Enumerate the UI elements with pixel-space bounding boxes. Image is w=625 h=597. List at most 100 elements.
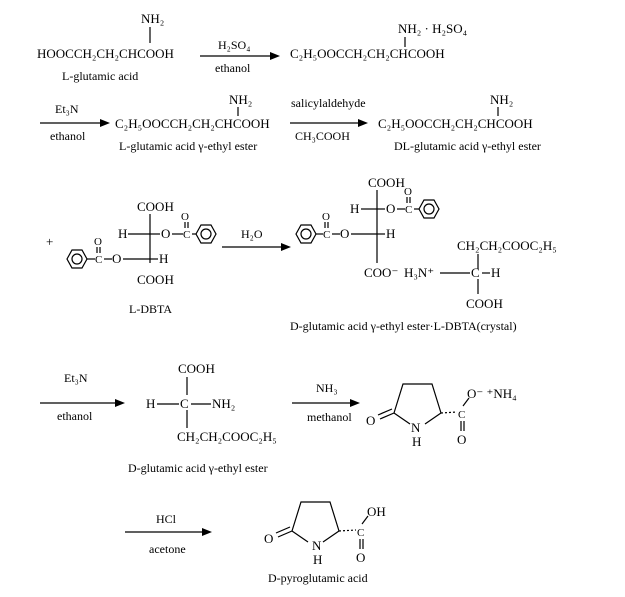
bond-line [424,412,442,425]
step-4: Et₃N ethanol COOH H C NH₂ CH₂CH₂COOC₂H₅ … [40,361,517,475]
bond-line [322,530,340,543]
salt-h-top: H [350,201,359,216]
reagent-methanol: methanol [307,410,352,424]
glutamic-acid-label: L-glutamic acid [62,69,138,83]
dbta-h-bottom: H [159,251,168,266]
reagent-et3n: Et₃N [64,371,88,385]
dbta-carbonyl-o: O [94,236,102,248]
glutamic-acid-formula: HOOCCH₂CH₂CHCOOH [37,46,174,61]
bond-line [361,515,369,525]
reagent-ethanol: ethanol [57,409,93,423]
bond-line [462,397,470,407]
d-ester-label: D-glutamic acid γ-ethyl ester [128,461,268,475]
ammonium-pyroglutamate-structure: O N H C O⁻ ⁺NH₄ O [366,383,517,449]
amine-h3n-plus: H₃N⁺ [404,265,434,280]
double-bond [277,530,293,538]
salt-carbonyl-o: O [404,186,412,198]
salt-o-top: O [386,201,395,216]
dl-ester-formula: C₂H₅OOCCH₂CH₂CHCOOH [378,116,533,131]
bond-line [393,412,411,425]
arrow-head [100,119,110,127]
ester-nh2: NH₂ [229,92,252,107]
d-ester-cooh: COOH [178,361,215,376]
dl-ester-nh2: NH₂ [490,92,513,107]
benzene-ring-icon [66,249,88,269]
step-5: HCl acetone O N H C OH O D-pyroglutamic … [125,501,386,585]
benzene-ring-icon [418,199,440,219]
step-2: Et₃N ethanol NH₂ C₂H₅OOCCH₂CH₂CHCOOH L-g… [40,92,541,153]
arrow-head [281,243,291,251]
hashed-bond [440,411,458,414]
salt-carbonyl-c: C [323,229,330,241]
salt-cooh: COOH [368,175,405,190]
reagent-ethanol: ethanol [215,61,251,75]
ring-n: N [411,420,421,435]
reagent-water: H₂O [241,227,263,241]
ring-h: H [412,434,421,449]
reagent-hcl: HCl [156,512,177,526]
dbta-o-bottom: O [112,251,121,266]
dbta-carbonyl-o: O [181,211,189,223]
amine-alpha-c: C [471,265,480,280]
dbta-o-top: O [161,226,170,241]
d-ester-h: H [146,396,155,411]
dl-ester-label: DL-glutamic acid γ-ethyl ester [394,139,541,153]
salt-label: D-glutamic acid γ-ethyl ester·L-DBTA(cry… [290,319,517,333]
ester-label: L-glutamic acid γ-ethyl ester [119,139,257,153]
d-ester-structure: COOH H C NH₂ CH₂CH₂COOC₂H₅ D-glutamic ac… [128,361,277,475]
hashed-bond [338,529,357,532]
double-bond [379,412,395,420]
carboxylate-anion: O⁻ ⁺NH₄ [467,386,517,401]
reagent-ammonia: NH₃ [316,381,338,395]
dbta-cooh-bottom: COOH [137,272,174,287]
d-ester-nh2: NH₂ [212,396,235,411]
acid-c: C [357,527,364,539]
benzene-ring-icon [195,224,217,244]
salt-carbonyl-c: C [405,204,412,216]
benzene-ring-icon [200,228,212,240]
arrow-head [358,119,368,127]
benzene-ring-icon [71,253,83,265]
dbta-carbonyl-c: C [95,254,102,266]
ring-h: H [313,552,322,567]
dbta-cooh-top: COOH [137,199,174,214]
salt-coo-minus: COO⁻ [364,265,398,280]
glutamic-acid-nh2: NH₂ [141,11,164,26]
acid-oh: OH [367,504,386,519]
arrow-head [202,528,212,536]
salt-carbonyl-o: O [322,211,330,223]
salt-structure: COOH H O C O C O O H COO⁻ [290,175,557,333]
ring-n: N [312,538,322,553]
pyrrolidone-ring [393,383,442,414]
amine-h: H [491,265,500,280]
dbta-carbonyl-c: C [183,229,190,241]
step-1: NH₂ HOOCCH₂CH₂CHCOOH L-glutamic acid H₂S… [37,11,468,83]
plus-sign: + [46,234,53,249]
ester-formula: C₂H₅OOCCH₂CH₂CHCOOH [115,116,270,131]
arrow-head [350,399,360,407]
product-1-salt: NH₂ · H₂SO₄ [398,21,468,36]
benzene-ring-icon [295,224,317,244]
salt-h-bottom: H [386,226,395,241]
arrow-head [115,399,125,407]
reagent-et3n: Et₃N [55,102,79,116]
reagent-ethanol: ethanol [50,129,86,143]
l-dbta-structure: COOH H O C O C O O H COOH [66,199,217,316]
reagent-salicylaldehyde: salicylaldehyde [291,96,366,110]
reagent-acetic-acid: CH₃COOH [295,129,350,143]
pyroglutamic-acid-label: D-pyroglutamic acid [268,571,368,585]
reagent-acetone: acetone [149,542,186,556]
acid-carbonyl-o: O [356,550,365,565]
ring-carbonyl-o: O [264,531,273,546]
amine-cooh: COOH [466,296,503,311]
benzene-ring-icon [300,228,312,240]
carboxylate-c: C [458,409,465,421]
ring-carbonyl-o: O [366,413,375,428]
double-bond [377,408,393,416]
bond-line [291,530,309,543]
benzene-ring-icon [423,203,435,215]
d-pyroglutamic-acid-structure: O N H C OH O D-pyroglutamic acid [264,501,386,585]
dbta-label: L-DBTA [129,302,172,316]
